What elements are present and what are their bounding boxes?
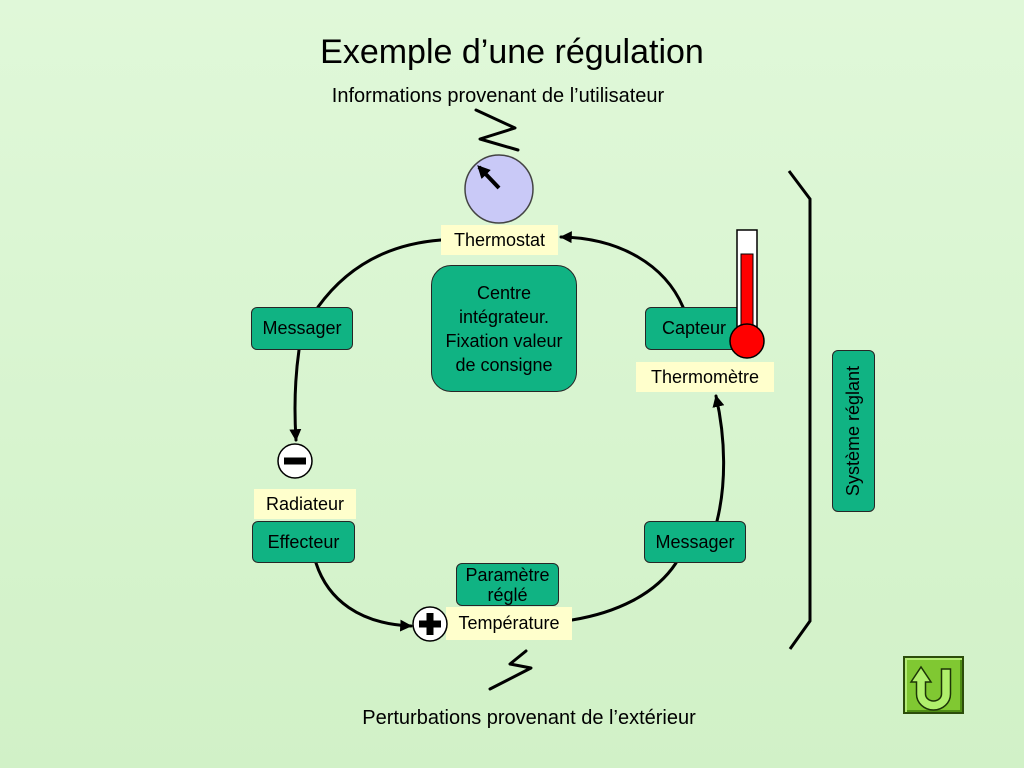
user-input-zigzag-icon: [474, 108, 520, 152]
plus-circle: [412, 606, 448, 642]
minus-circle: [277, 443, 313, 479]
radiateur-text: Radiateur: [265, 493, 345, 514]
messager-text: Messager: [262, 318, 342, 338]
capteur-text: Capteur: [661, 318, 727, 338]
messager-box-right: Messager: [644, 521, 746, 563]
dial-icon: [464, 154, 534, 224]
dial-face: [464, 154, 534, 224]
temperature-label: Température: [446, 607, 572, 640]
arrow-capteur-to-thermostat: [559, 231, 685, 309]
return-button[interactable]: [903, 656, 964, 714]
thermostat-label: Thermostat: [441, 225, 558, 255]
centre-integrateur-line: intégrateur.: [458, 306, 550, 327]
thermometre-text: Thermomètre: [650, 366, 760, 387]
effecteur-box: Effecteur: [252, 521, 355, 563]
capteur-box: Capteur: [645, 307, 743, 350]
minus-bar: [284, 457, 306, 465]
u-turn-arrow-shape: [909, 665, 952, 711]
effecteur-text: Effecteur: [267, 531, 340, 552]
parametre-regle-line: réglé: [487, 584, 528, 605]
system-bracket: [787, 170, 812, 650]
centre-integrateur-line: de consigne: [455, 354, 553, 375]
thermometre-label: Thermomètre: [636, 362, 774, 392]
user-input-caption: Informations provenant de l’utilisateur: [331, 85, 665, 107]
temperature-text: Température: [458, 613, 560, 633]
centre-integrateur-line: Centre: [476, 282, 532, 303]
arrow-messager-to-thermometre: [712, 394, 726, 523]
minus-icon: [277, 443, 313, 479]
systeme-reglant-text: Système réglant: [843, 365, 863, 497]
dial-needle: [477, 165, 501, 190]
u-turn-arrow-icon: [909, 665, 952, 711]
systeme-reglant-box: Système réglant: [832, 350, 875, 512]
centre-integrateur-box: Centre intégrateur. Fixation valeur de c…: [431, 265, 577, 392]
link-temperature-to-messager: [570, 561, 678, 622]
perturbation-caption: Perturbations provenant de l’extérieur: [362, 707, 696, 729]
radiateur-label: Radiateur: [254, 489, 356, 519]
arrow-messager-to-minus: [289, 348, 302, 442]
plus-bar-horizontal: [419, 620, 441, 628]
plus-icon: [412, 606, 448, 642]
centre-integrateur-line: Fixation valeur: [445, 330, 563, 351]
external-perturbation-zigzag-icon: [488, 649, 533, 691]
slide-title: Exemple d’une régulation: [320, 33, 704, 71]
parametre-regle-box: Paramètre réglé: [456, 563, 559, 606]
thermostat-text: Thermostat: [453, 229, 546, 250]
parametre-regle-line: Paramètre: [465, 564, 550, 585]
plus-bar-vertical: [426, 613, 434, 635]
arrow-thermostat-to-messager: [316, 238, 443, 309]
arrow-effecteur-to-plus: [314, 561, 413, 632]
messager-box-left: Messager: [251, 307, 353, 350]
messager-text: Messager: [655, 531, 735, 552]
